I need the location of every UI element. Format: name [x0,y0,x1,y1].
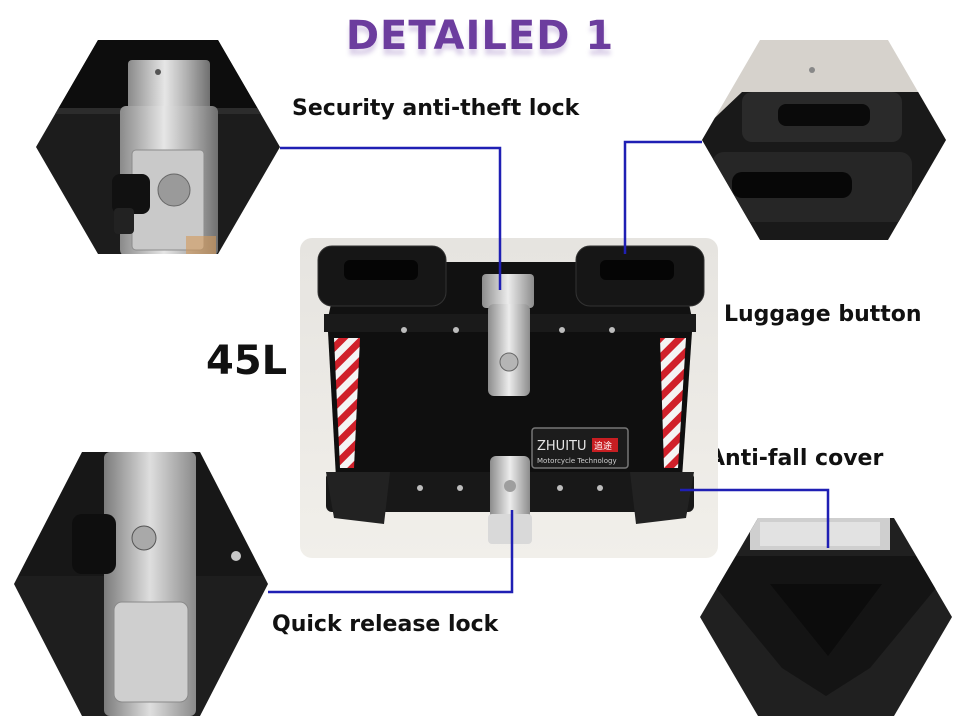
quick-release-lock-label: Quick release lock [272,612,499,637]
luggage-button-label: Luggage button [724,302,922,327]
luggage-button-closeup-image [702,40,946,240]
brand-text: ZHUITU [537,439,587,454]
quick-release-lock-closeup-image [14,452,268,716]
anti-fall-cover-label: Anti-fall cover [708,446,884,471]
security-lock-closeup-image [36,40,280,254]
security-lock-label: Security anti-theft lock [292,96,580,121]
brand-tagline-text: Motorcycle Technology [537,457,617,465]
anti-fall-cover-closeup-image [700,518,952,716]
page-title: DETAILED 1 [345,13,615,59]
brand-cn-text: 追途 [594,440,612,452]
capacity-label: 45L [206,338,288,384]
top-case-product-image: ZHUITU 追途 Motorcycle Technology [300,238,718,558]
